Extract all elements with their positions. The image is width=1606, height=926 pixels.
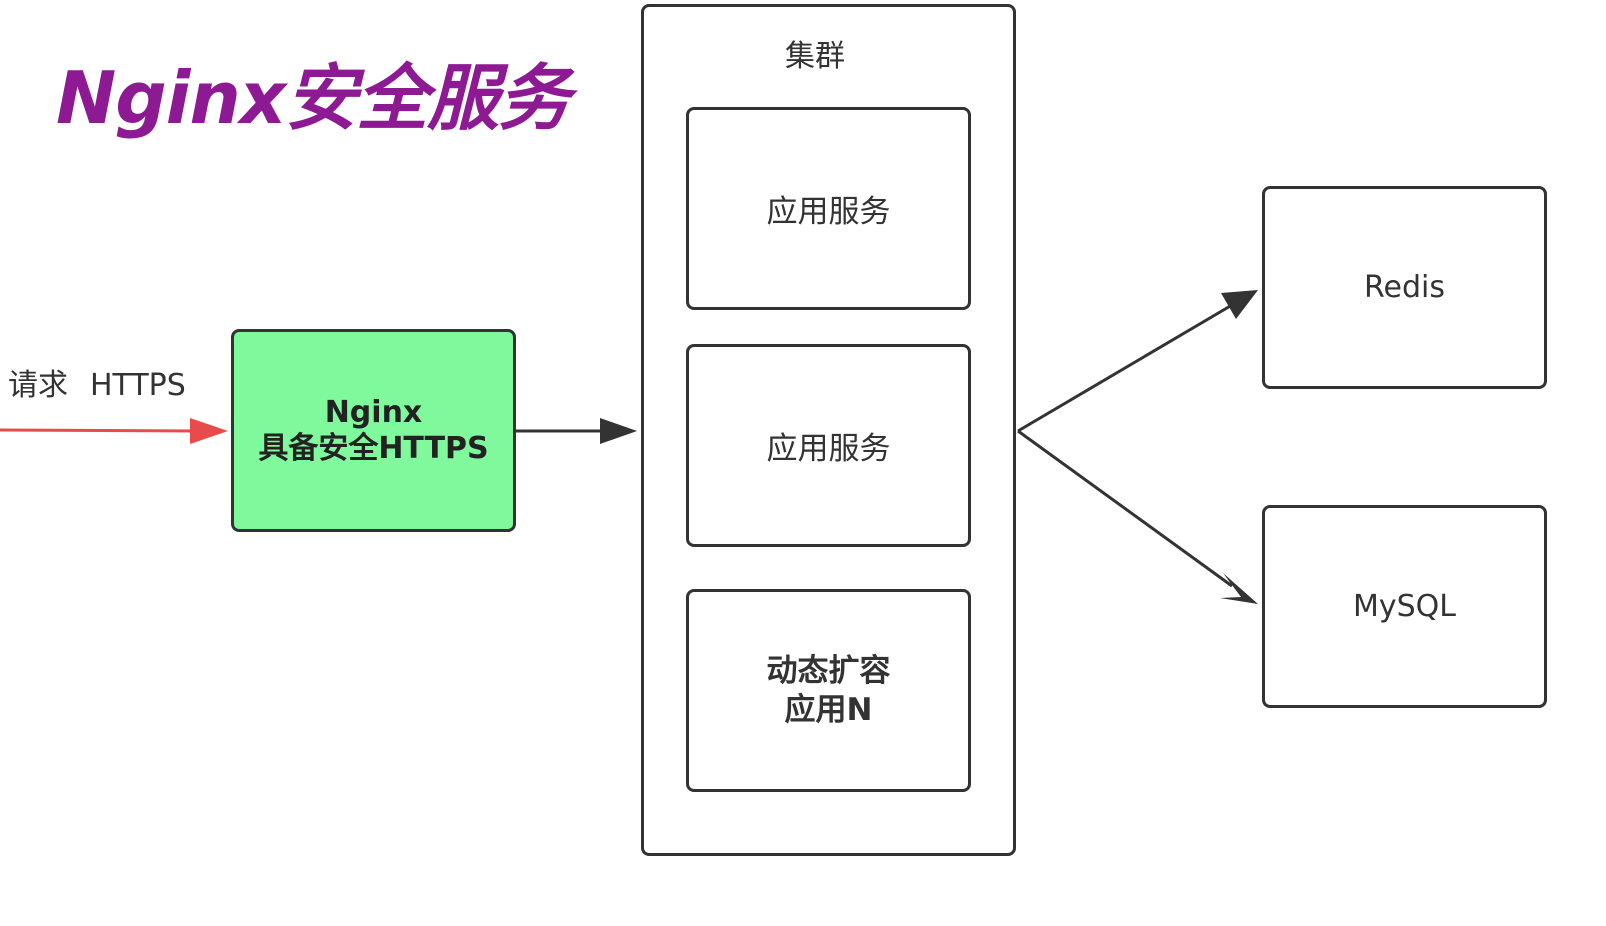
- cluster-to-redis-arrow: [1017, 303, 1233, 433]
- cluster-to-redis-arrowhead: [1221, 290, 1258, 319]
- cluster-label: 集群: [785, 39, 845, 74]
- dynamic-scale-app-node: 动态扩容 应用N: [686, 589, 971, 792]
- nginx-node-subtitle: 具备安全HTTPS: [258, 430, 489, 466]
- app-service-label: 应用服务: [766, 194, 891, 230]
- mysql-label: MySQL: [1352, 589, 1456, 624]
- request-arrow: [0, 428, 197, 433]
- app-service-node-2: 应用服务: [686, 344, 971, 547]
- nginx-node-title: Nginx: [324, 394, 423, 430]
- request-label: 请求 HTTPS: [8, 371, 186, 401]
- cluster-to-mysql-arrowhead: [1220, 573, 1258, 604]
- request-text: 请求: [8, 368, 68, 403]
- request-protocol: HTTPS: [90, 368, 186, 403]
- nginx-to-cluster-arrowhead: [600, 418, 637, 444]
- app-n-label: 应用N: [784, 691, 873, 728]
- redis-label: Redis: [1364, 270, 1445, 305]
- app-service-node-1: 应用服务: [686, 107, 971, 310]
- redis-node: Redis: [1262, 186, 1547, 389]
- app-service-label: 应用服务: [766, 431, 891, 467]
- nginx-node: Nginx 具备安全HTTPS: [231, 329, 516, 532]
- mysql-node: MySQL: [1262, 505, 1547, 708]
- request-arrowhead: [190, 418, 228, 444]
- diagram-title: Nginx安全服务: [56, 56, 570, 140]
- cluster-to-mysql-arrow: [1017, 429, 1233, 588]
- dynamic-scale-label: 动态扩容: [766, 652, 891, 689]
